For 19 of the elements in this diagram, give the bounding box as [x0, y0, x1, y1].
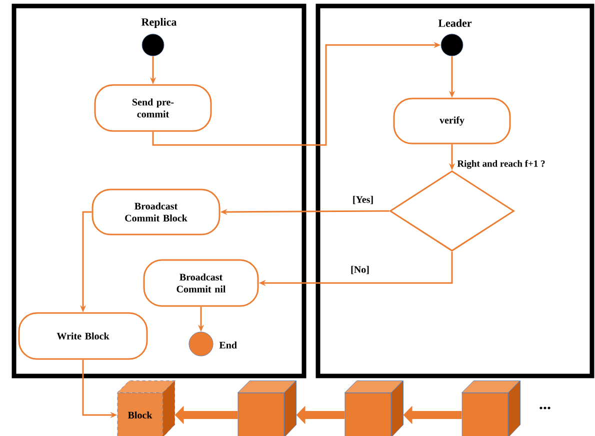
block-cube — [344, 380, 404, 436]
edge-label: [No] — [350, 264, 370, 276]
lane-title: Replica — [141, 18, 177, 28]
block-cube — [238, 380, 296, 436]
activity-box: Broadcast Commit Block — [92, 188, 220, 236]
end-circle — [188, 332, 214, 356]
end-label: End — [219, 341, 237, 348]
start-circle — [142, 34, 164, 56]
start-circle — [440, 34, 464, 56]
block-cube — [462, 380, 520, 436]
lane-title: Leader — [438, 19, 472, 27]
activity-box: Broadcast Commit nil — [143, 259, 259, 307]
condition-label: Right and reach f+1 ? — [457, 160, 545, 169]
edge-label: [Yes] — [351, 194, 375, 206]
activity-box: Write Block — [18, 312, 148, 360]
activity-box: Send pre-commit — [94, 84, 212, 132]
activity-box: verify — [393, 98, 511, 144]
block-cube: Block — [117, 380, 176, 436]
ellipsis: ... — [540, 406, 550, 410]
